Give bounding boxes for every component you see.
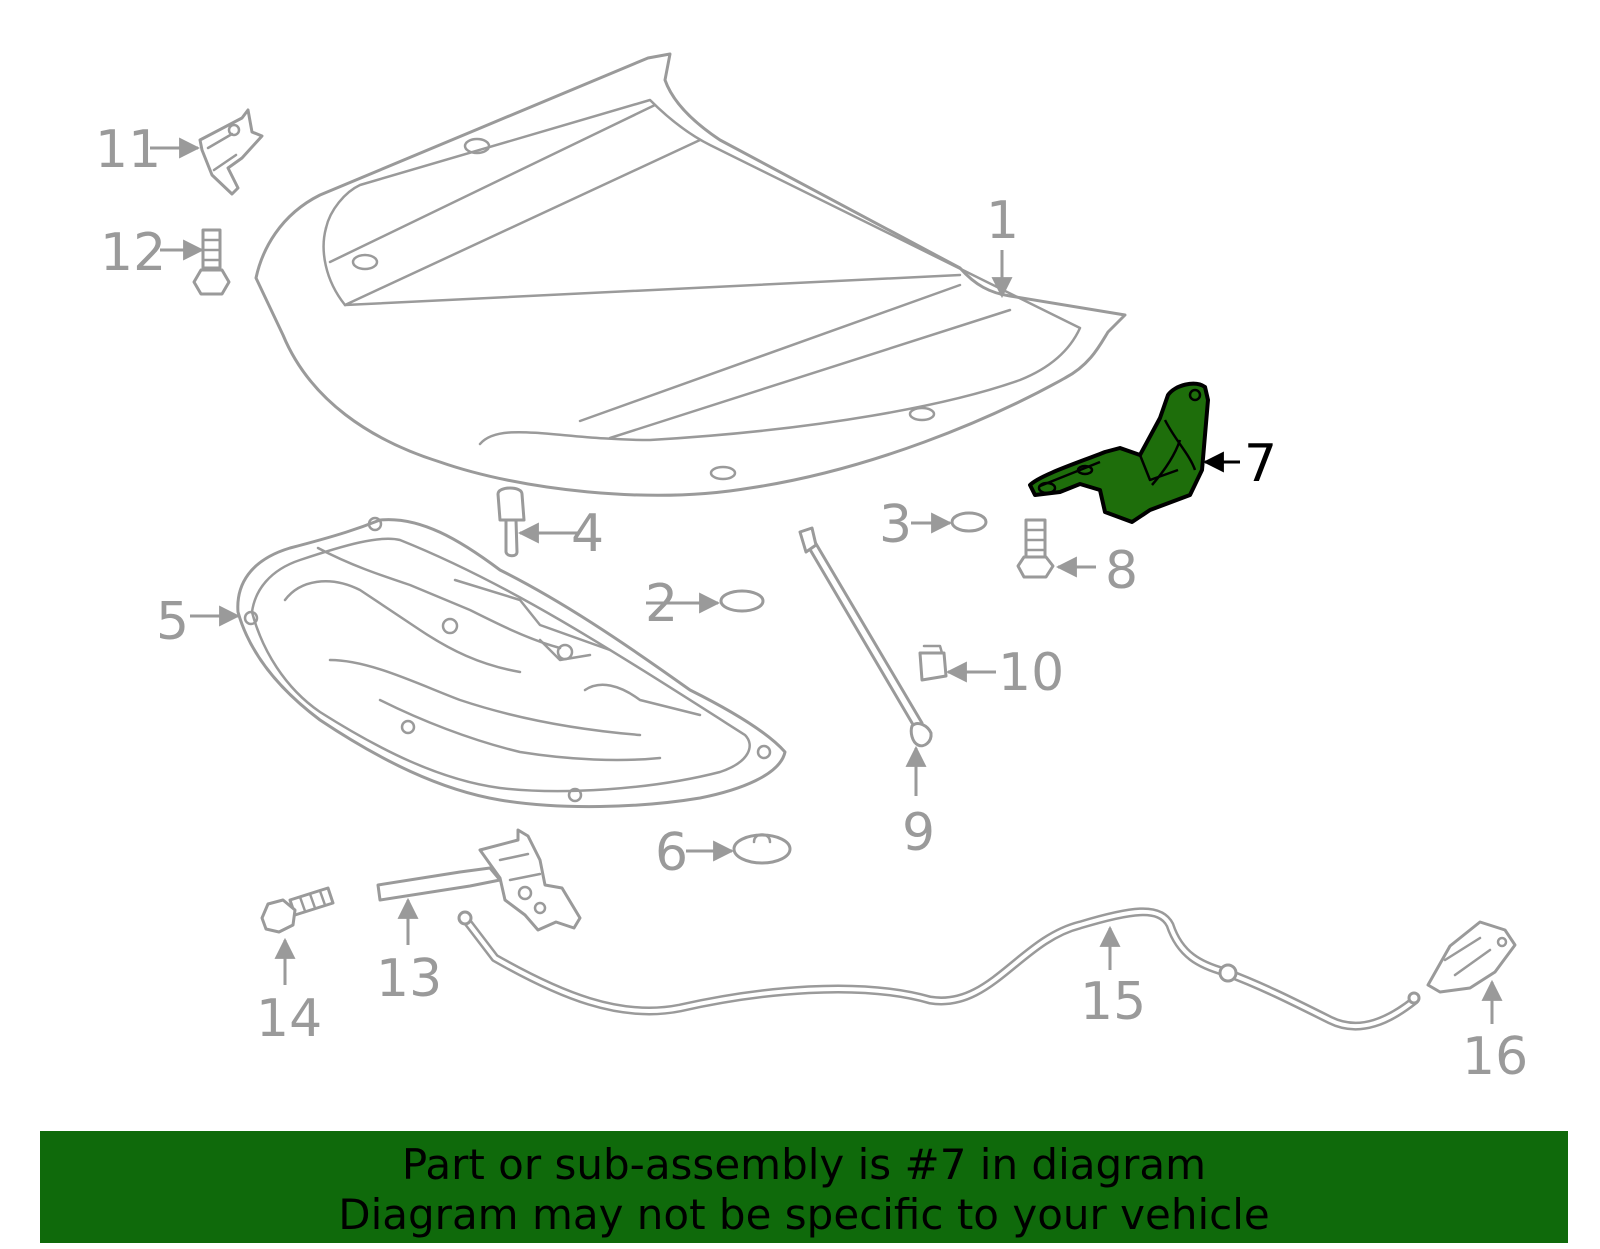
part-9-hood-support-rod[interactable] bbox=[798, 526, 933, 748]
callout-6: 6 bbox=[655, 823, 688, 883]
callout-arrows bbox=[150, 137, 1503, 1024]
part-16-release-handle[interactable] bbox=[1426, 920, 1517, 994]
callout-2: 2 bbox=[645, 574, 678, 634]
callout-16: 16 bbox=[1462, 1027, 1528, 1087]
banner-line-2: Diagram may not be specific to your vehi… bbox=[338, 1190, 1270, 1239]
callout-10: 10 bbox=[998, 643, 1064, 703]
callout-labels: 1 2 3 4 5 6 7 8 9 10 11 12 13 14 15 16 bbox=[95, 120, 1528, 1087]
part-5-hood-insulator[interactable] bbox=[236, 516, 787, 809]
part-7-hood-hinge[interactable] bbox=[1028, 381, 1210, 524]
banner-line-1: Part or sub-assembly is #7 in diagram bbox=[401, 1140, 1207, 1189]
callout-14: 14 bbox=[256, 989, 322, 1049]
callout-3: 3 bbox=[879, 495, 912, 555]
part-4-bumper[interactable] bbox=[496, 486, 526, 558]
callout-15: 15 bbox=[1080, 972, 1146, 1032]
part-8-bolt[interactable] bbox=[1016, 518, 1055, 579]
part-13-hood-lock[interactable] bbox=[376, 828, 582, 932]
callout-4: 4 bbox=[571, 504, 604, 564]
callout-1: 1 bbox=[986, 191, 1019, 251]
callout-5: 5 bbox=[156, 592, 189, 652]
part-11-bracket[interactable] bbox=[198, 108, 264, 196]
callout-12: 12 bbox=[100, 223, 166, 283]
info-banner: Part or sub-assembly is #7 in diagram Di… bbox=[40, 1131, 1568, 1243]
callout-11: 11 bbox=[95, 120, 161, 180]
callout-7: 7 bbox=[1244, 434, 1277, 494]
part-12-bolt[interactable] bbox=[192, 228, 231, 296]
callout-13: 13 bbox=[376, 949, 442, 1009]
part-3-grommet[interactable] bbox=[950, 511, 988, 533]
part-14-bolt[interactable] bbox=[260, 886, 335, 934]
callout-8: 8 bbox=[1105, 541, 1138, 601]
part-6-clip[interactable] bbox=[732, 833, 792, 865]
part-10-cushion[interactable] bbox=[918, 644, 948, 682]
part-2-grommet[interactable] bbox=[719, 589, 765, 613]
callout-9: 9 bbox=[902, 803, 935, 863]
part-1-hood[interactable] bbox=[254, 52, 1127, 497]
part-15-release-cable[interactable] bbox=[457, 907, 1421, 1031]
